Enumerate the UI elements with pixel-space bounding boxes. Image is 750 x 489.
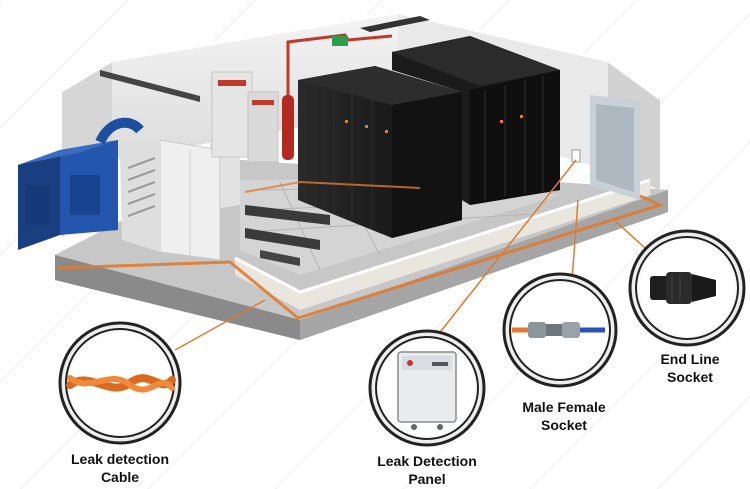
connector-lines — [174, 159, 646, 351]
male-female-socket-icon — [512, 322, 605, 338]
label-line-2: Panel — [408, 471, 446, 487]
label-leak-detection-cable: Leak detection Cable — [70, 450, 170, 486]
front-low-wall — [235, 180, 650, 310]
leak-panel-on-wall — [571, 149, 581, 163]
server-racks-front — [298, 66, 462, 238]
label-line-1: End Line — [660, 351, 720, 367]
label-line-2: Cable — [100, 469, 140, 485]
label-line-1: Leak detection — [70, 451, 170, 467]
label-line-1: Leak Detection — [377, 453, 477, 469]
callout-panel — [368, 329, 486, 447]
leak-cable-perimeter — [57, 194, 665, 320]
label-line-2: Socket — [541, 417, 587, 433]
label-male-female-socket: Male Female Socket — [516, 398, 612, 434]
leak-detection-cable-icon — [66, 374, 176, 393]
label-line-2: Socket — [667, 369, 713, 385]
label-line-1: Male Female — [522, 399, 606, 415]
building-cutaway — [18, 9, 668, 340]
fire-suppression-pipe — [282, 33, 393, 160]
leak-detection-panel-icon — [397, 351, 457, 430]
server-racks-back — [392, 36, 560, 205]
doorway — [590, 95, 640, 200]
callout-end-line-socket — [628, 229, 746, 347]
label-leak-detection-panel: Leak Detection Panel — [370, 452, 484, 488]
label-end-line-socket: End Line Socket — [650, 350, 730, 386]
end-line-socket-icon — [650, 272, 716, 304]
callout-leak-cable — [58, 321, 182, 445]
cable-tray — [100, 16, 430, 102]
callout-male-female-socket — [502, 272, 618, 388]
generator — [18, 117, 144, 250]
electrical-cabinet — [120, 139, 221, 261]
